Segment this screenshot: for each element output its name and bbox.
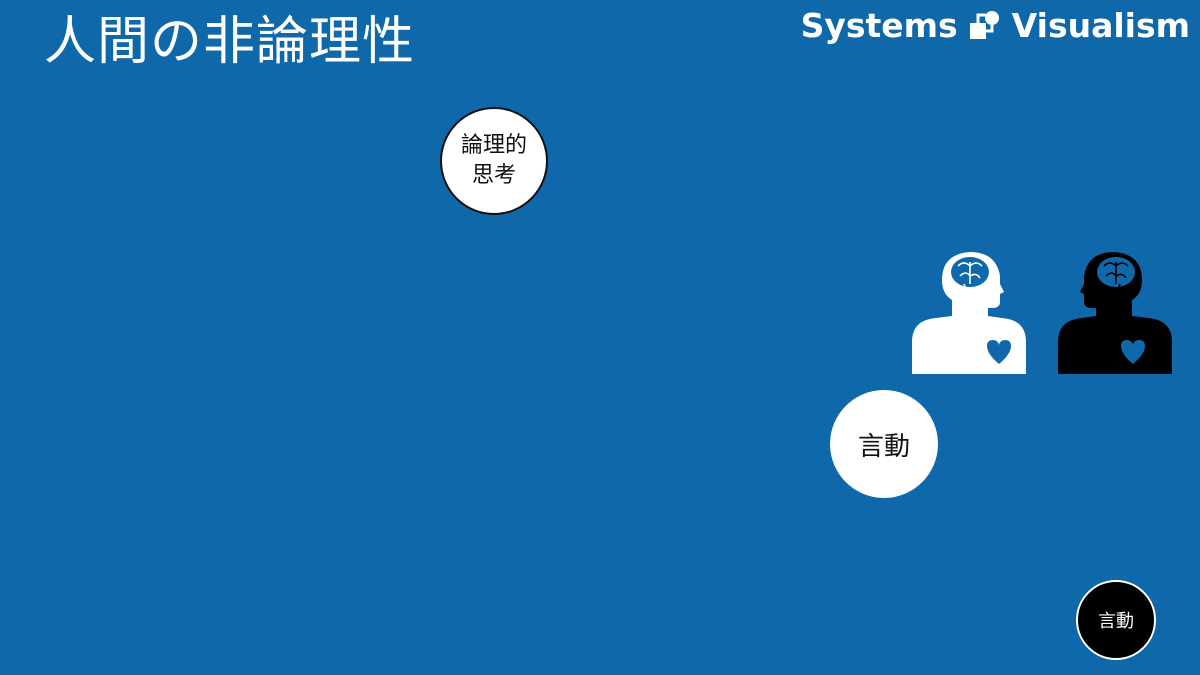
logical-thinking-node: 論理的 思考 <box>440 107 548 215</box>
action-label-small: 言動 <box>1098 611 1134 632</box>
logical-thinking-label-line1: 論理的 <box>460 133 527 158</box>
person-white <box>912 252 1026 374</box>
action-label-large: 言動 <box>857 431 910 462</box>
brand-right-text: Visualism <box>1011 6 1190 45</box>
action-node-small: 言動 <box>1076 580 1156 660</box>
brain-icon <box>951 257 989 291</box>
systems-visualism-logo-icon <box>969 11 999 39</box>
logical-thinking-label-line2: 思考 <box>471 163 516 188</box>
action-node-large: 言動 <box>830 390 938 498</box>
brand-left-text: Systems <box>800 6 958 45</box>
brand-logo: Systems Visualism <box>801 6 1190 46</box>
brain-icon <box>1097 257 1135 291</box>
heart-icon <box>1121 340 1145 364</box>
person-black <box>1058 252 1172 374</box>
heart-icon <box>987 340 1011 364</box>
slide-title: 人間の非論理性 <box>44 12 416 72</box>
